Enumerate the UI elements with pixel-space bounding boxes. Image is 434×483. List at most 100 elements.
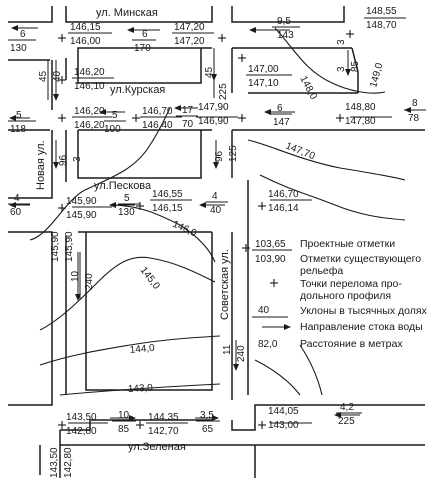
- slope-value: 3: [336, 39, 347, 45]
- slope-value: 6: [277, 103, 283, 114]
- slope-value: 5: [112, 110, 118, 121]
- elev-existing: 147,80: [345, 116, 376, 127]
- street-name-minskaya: ул. Минская: [96, 7, 158, 19]
- slope-value: 125: [228, 145, 239, 162]
- contour-lines: [29, 27, 406, 396]
- slope-length: 118: [10, 124, 26, 135]
- elevation-labels: 146,15 146,00 147,20 147,20 148,55 148,7…: [66, 6, 397, 437]
- slope-labels: 6 130 6 170 9,5 143 3 85 45 40 45 225 5 …: [10, 16, 420, 435]
- break-point-cross: [258, 421, 266, 429]
- elev-existing: 146,00: [70, 36, 101, 47]
- contour-146-c: [109, 204, 216, 263]
- elev-design: 144,35: [148, 412, 179, 423]
- break-point-cross: [136, 202, 144, 210]
- elev-existing: 147,20: [174, 36, 205, 47]
- contour-145: [39, 256, 216, 331]
- slope-length: 70: [182, 119, 194, 130]
- slope-value: 45: [204, 66, 215, 78]
- legend-slope-label: Уклоны в тысячных долях: [300, 305, 428, 317]
- break-point-cross: [218, 34, 226, 42]
- elev-existing: 147,10: [248, 78, 279, 89]
- elev-design: 146,70: [142, 106, 173, 117]
- contour-label: 148,0: [297, 74, 319, 102]
- elev-existing: 146,10: [74, 81, 105, 92]
- contour-143: [59, 383, 221, 396]
- street-names: ул. Минская ул.Курская ул.Пескова Новая …: [35, 7, 231, 453]
- slope-value: 5: [124, 193, 130, 204]
- legend-design-label: Проектные отметки: [300, 238, 395, 250]
- slope-value: 3,5: [200, 410, 214, 421]
- slope-length: 85: [350, 60, 361, 72]
- legend-break-point-cross: [270, 279, 278, 287]
- slope-value: 3: [336, 66, 347, 72]
- elev-design: 147,00: [248, 64, 279, 75]
- elev-existing: 142,80: [63, 447, 74, 478]
- contour-label: 145,0: [138, 265, 162, 292]
- legend-existing-label-2: рельефа: [300, 265, 343, 277]
- contour-147-7: [247, 139, 406, 181]
- contour-right-low: [254, 359, 301, 396]
- elev-design: 148,55: [366, 6, 397, 17]
- contour-right-low-2: [299, 344, 323, 396]
- contour-144: [39, 335, 221, 366]
- elev-existing: 146,14: [268, 203, 299, 214]
- elev-design: 145,90: [66, 196, 97, 207]
- elev-existing: 146,20: [74, 120, 105, 131]
- slope-value: 6: [142, 29, 148, 40]
- slope-value: 11: [222, 344, 233, 355]
- break-point-cross: [238, 114, 246, 122]
- slope-value: 6: [20, 29, 26, 40]
- legend-slope-sample: 40: [258, 305, 270, 316]
- break-point-cross: [58, 114, 66, 122]
- elev-design: 145,90: [50, 231, 61, 262]
- rotated-elevations: 145,90 145,90 143,50 142,80: [49, 231, 75, 478]
- slope-value: 4: [14, 193, 20, 204]
- contour-146: [29, 107, 171, 241]
- contour-label: 147,70: [284, 141, 317, 163]
- legend-existing-label: Отметки существующего: [300, 253, 421, 265]
- elev-design: 148,80: [345, 102, 376, 113]
- elev-existing: 146,15: [152, 203, 183, 214]
- slope-length: 240: [236, 345, 247, 362]
- street-name-novaya: Новая ул.: [35, 140, 47, 190]
- elev-existing: 145,90: [66, 210, 97, 221]
- break-point-cross: [238, 54, 246, 62]
- slope-length: 170: [134, 43, 151, 54]
- legend-distance-label: Расстояние в метрах: [300, 338, 403, 350]
- slope-value: 10: [118, 410, 130, 421]
- slope-length: 85: [118, 424, 130, 435]
- slope-value: 96: [58, 154, 69, 166]
- street-name-sovetskaya: Советская ул.: [219, 249, 231, 320]
- slope-value: 5: [16, 110, 22, 121]
- legend-design-sample: 103,65: [255, 239, 286, 250]
- break-point-cross: [336, 114, 344, 122]
- slope-length: 240: [84, 273, 95, 290]
- road-outlines: [8, 6, 425, 478]
- elev-design: 147,90: [198, 102, 229, 113]
- elev-design: 143,50: [66, 412, 97, 423]
- legend-break-label-2: дольного профиля: [300, 290, 391, 302]
- slope-length: 100: [104, 124, 121, 135]
- break-point-cross: [58, 204, 66, 212]
- elev-existing: 148,70: [366, 20, 397, 31]
- legend-break-label: Точки перелома про-: [300, 278, 402, 290]
- slope-value: 8: [412, 98, 418, 109]
- slope-value: 9,5: [277, 16, 291, 27]
- break-point-cross: [136, 421, 144, 429]
- slope-length: 225: [338, 416, 355, 427]
- elev-design: 146,70: [268, 189, 299, 200]
- break-point-cross: [58, 76, 66, 84]
- slope-value: 4,2: [340, 402, 354, 413]
- break-point-cross: [58, 34, 66, 42]
- slope-length: 40: [210, 205, 222, 216]
- elev-design: 146,20: [74, 67, 105, 78]
- elev-design: 144,05: [268, 406, 299, 417]
- elev-existing: 146,90: [198, 116, 229, 127]
- elev-existing: 142,70: [148, 426, 179, 437]
- slope-length: 147: [273, 117, 290, 128]
- elev-design: 143,50: [49, 447, 60, 478]
- slope-length: 130: [118, 207, 135, 218]
- slope-length: 96: [214, 150, 225, 162]
